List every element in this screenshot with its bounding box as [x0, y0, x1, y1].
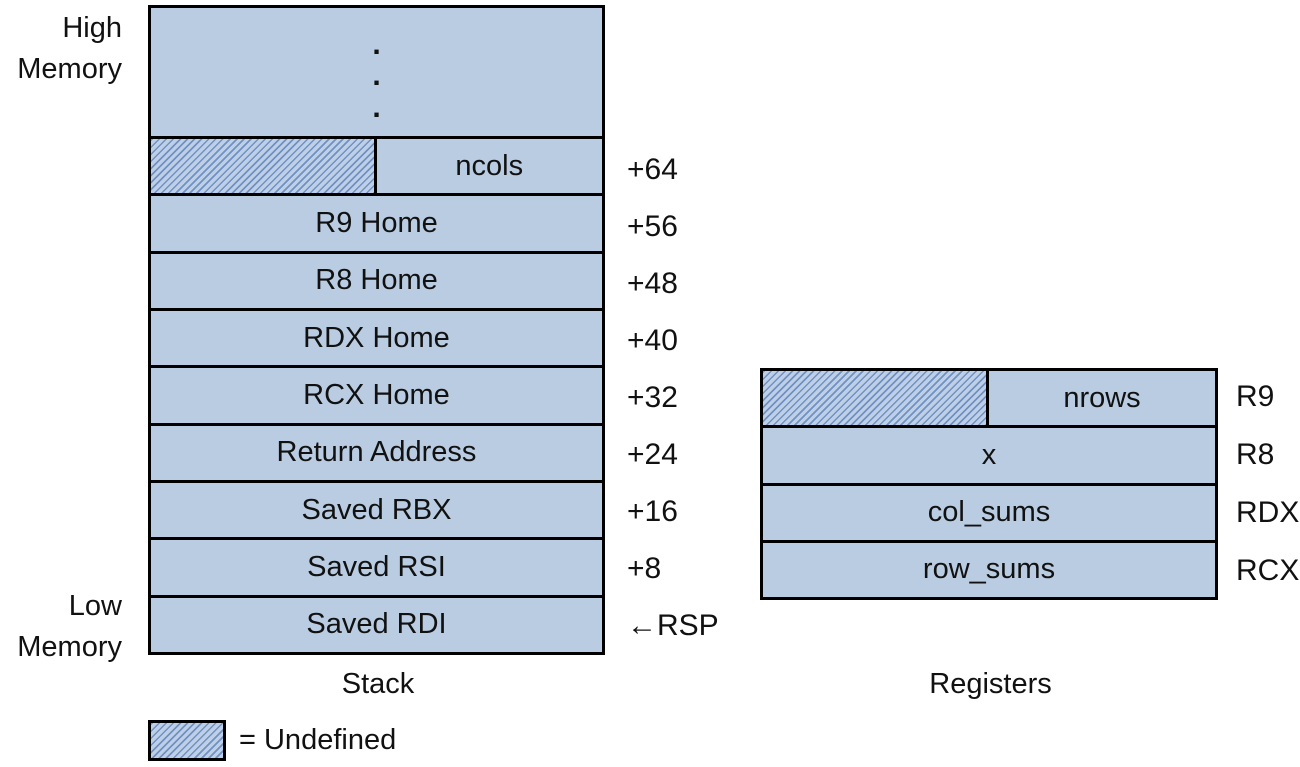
- register-name-label: R9: [1236, 380, 1275, 413]
- register-row-r9: nrows: [763, 371, 1215, 426]
- ellipsis-dot: .: [372, 90, 381, 124]
- rsp-pointer-label: ←RSP: [627, 609, 719, 643]
- registers-box: nrows x col_sums row_sums: [760, 368, 1218, 600]
- stack-row-saved-rbx: Saved RBX: [151, 479, 602, 537]
- stack-offsets: +64 +56 +48 +40 +32 +24 +16 +8 ←RSP: [627, 141, 737, 655]
- undefined-hatch-region: [763, 371, 989, 426]
- stack-box: . . . ncols R9 Home R8 Home RDX Home RCX…: [148, 5, 605, 655]
- register-row-r8: x: [763, 425, 1215, 482]
- hatch-swatch: [148, 720, 226, 761]
- stack-row-rcx-home: RCX Home: [151, 365, 602, 422]
- stack-row-r8-home: R8 Home: [151, 250, 602, 308]
- stack-row-rdx-home: RDX Home: [151, 307, 602, 365]
- stack-row-saved-rdi: Saved RDI: [151, 594, 602, 652]
- stack-row-r9-home: R9 Home: [151, 193, 602, 250]
- offset-label: +56: [627, 209, 678, 243]
- undefined-legend: = Undefined: [148, 720, 396, 761]
- register-value-label: nrows: [1063, 381, 1141, 414]
- offset-label: +24: [627, 438, 678, 472]
- ellipsis-dot: .: [372, 59, 381, 92]
- offset-label: +32: [627, 380, 678, 414]
- offset-label: +48: [627, 266, 678, 300]
- offset-label: +16: [627, 495, 678, 529]
- offset-label: +64: [627, 152, 678, 186]
- register-name-label: R8: [1236, 438, 1275, 471]
- low-memory-line2: Memory: [17, 631, 122, 663]
- register-names: R9 R8 RDX RCX: [1236, 368, 1300, 600]
- high-memory-line2: Memory: [17, 53, 122, 85]
- high-memory-label: High Memory: [0, 8, 122, 90]
- stack-caption: Stack: [341, 668, 415, 700]
- stack-row-return-address: Return Address: [151, 422, 602, 480]
- high-memory-line1: High: [62, 12, 122, 44]
- legend-text: = Undefined: [239, 724, 397, 756]
- register-row-rdx: col_sums: [763, 482, 1215, 540]
- low-memory-line1: Low: [68, 590, 122, 622]
- stack-row-saved-rsi: Saved RSI: [151, 537, 602, 594]
- register-name-label: RDX: [1236, 496, 1300, 529]
- low-memory-label: Low Memory: [0, 586, 122, 668]
- offset-label: +40: [627, 323, 678, 357]
- ellipsis-dot: .: [372, 27, 381, 61]
- stack-cell-label: ncols: [455, 149, 524, 182]
- offset-label: +8: [627, 552, 662, 586]
- register-row-rcx: row_sums: [763, 539, 1215, 597]
- stack-ellipsis: . . .: [151, 8, 602, 136]
- stack-row-ncols: ncols: [151, 136, 602, 194]
- undefined-hatch-region: [151, 139, 377, 194]
- register-name-label: RCX: [1236, 554, 1300, 587]
- registers-caption: Registers: [929, 668, 1052, 700]
